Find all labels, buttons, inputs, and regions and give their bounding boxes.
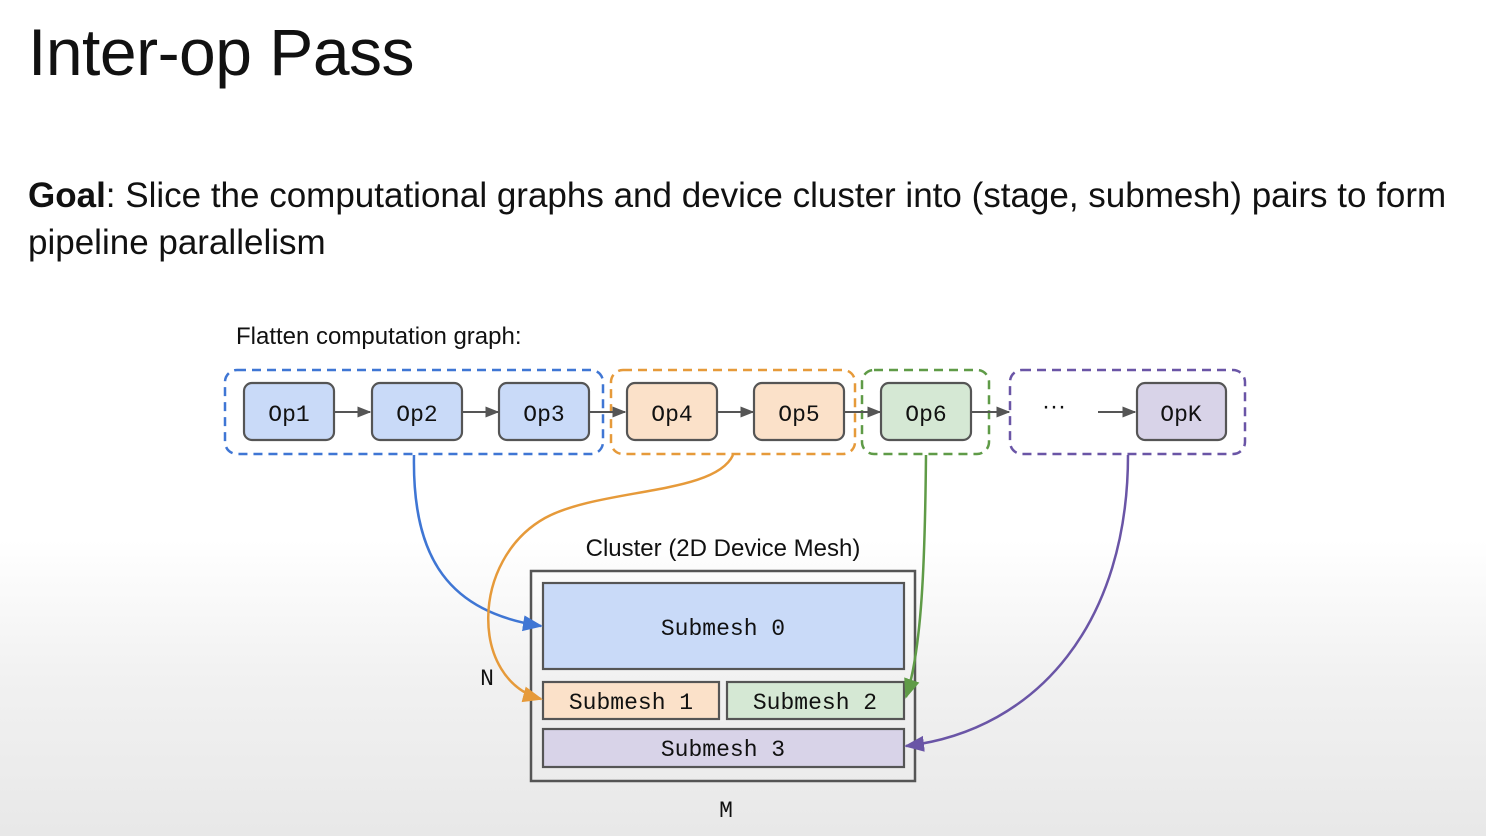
op-node-1: Op1 [242, 381, 336, 442]
op-node-5: Op5 [752, 381, 846, 442]
mapping-arrow-purple [904, 454, 1130, 752]
submesh-0: Submesh 0 [541, 581, 906, 671]
op-label: Op5 [778, 402, 819, 428]
submesh-1: Submesh 1 [541, 680, 721, 721]
cluster-frame [529, 569, 917, 783]
mapping-arrow-blue [412, 454, 543, 632]
mapping-arrow-green [904, 454, 928, 699]
op-label: Op2 [396, 402, 437, 428]
submesh-label: Submesh 1 [569, 690, 693, 716]
goal-text: : Slice the computational graphs and dev… [28, 176, 1447, 262]
op-label: Op3 [523, 402, 564, 428]
submesh-label: Submesh 3 [661, 737, 785, 763]
graph-caption: Flatten computation graph: [236, 323, 522, 350]
op-label: Op6 [905, 402, 946, 428]
op-node-k: OpK [1135, 381, 1228, 442]
dimension-m-label: M [719, 798, 733, 824]
op-label: OpK [1160, 402, 1202, 428]
submesh-3: Submesh 3 [541, 727, 906, 769]
submesh-label: Submesh 0 [661, 616, 785, 642]
op-label: Op1 [268, 402, 309, 428]
goal-label: Goal [28, 176, 106, 215]
submesh-2: Submesh 2 [725, 680, 906, 721]
op-node-3: Op3 [497, 381, 591, 442]
op-label: Op4 [651, 402, 692, 428]
ellipsis: ··· [1042, 393, 1066, 420]
submesh-label: Submesh 2 [753, 690, 877, 716]
op-node-4: Op4 [625, 381, 719, 442]
cluster-caption: Cluster (2D Device Mesh) [586, 535, 861, 562]
goal-statement: Goal: Slice the computational graphs and… [28, 172, 1478, 266]
mapping-arrow-orange [487, 454, 735, 703]
page-title: Inter-op Pass [28, 15, 415, 89]
op-node-6: Op6 [879, 381, 973, 442]
stage-group-purple [1008, 368, 1247, 456]
op-node-2: Op2 [370, 381, 464, 442]
dimension-n-label: N [480, 666, 494, 692]
